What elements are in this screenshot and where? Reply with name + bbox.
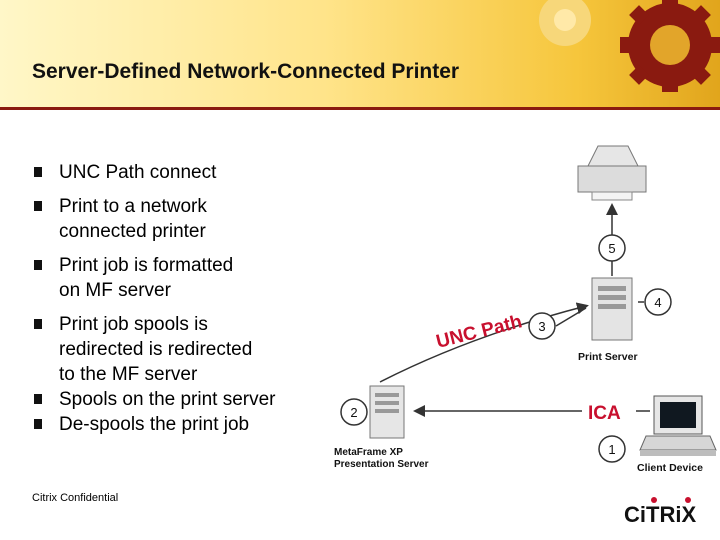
bullet-line: Spools on the print server xyxy=(59,389,276,410)
client-device-label: Client Device xyxy=(637,462,703,474)
bullet-icon xyxy=(34,167,42,177)
bullet-item: Spools on the print server xyxy=(34,387,334,412)
step-badge: 4 xyxy=(644,288,672,316)
bullet-item: De-spools the print job xyxy=(34,412,334,437)
citrix-logo: CiTRiX xyxy=(624,497,696,526)
ica-label: ICA xyxy=(588,403,621,424)
gears-decoration xyxy=(539,0,720,92)
header-band: Server-Defined Network-Connected Printer xyxy=(0,0,720,112)
step-badge: 2 xyxy=(340,398,368,426)
bullet-icon xyxy=(34,201,42,211)
bullet-icon xyxy=(34,260,42,270)
metaframe-label: Presentation Server xyxy=(334,459,429,470)
gear-icon xyxy=(539,0,591,46)
bullet-line: redirected is redirected xyxy=(59,339,253,360)
bullet-line: De-spools the print job xyxy=(59,414,250,435)
client-computer-icon xyxy=(639,395,717,456)
step-number: 1 xyxy=(608,442,615,457)
step-number: 2 xyxy=(350,405,357,420)
bullet-icon xyxy=(34,394,42,404)
arrow-metaframe-to-print-server xyxy=(379,302,589,383)
bullet-item: UNC Path connect xyxy=(34,160,334,185)
bullet-line: Print job is formatted xyxy=(59,255,234,276)
bullet-icon xyxy=(34,319,42,329)
bullet-line: UNC Path connect xyxy=(59,162,217,183)
step-badge: 1 xyxy=(598,435,626,463)
header-gradient xyxy=(0,0,720,107)
bullet-line: to the MF server xyxy=(59,364,198,385)
step-number: 5 xyxy=(608,241,615,256)
confidential-footer: Citrix Confidential xyxy=(32,492,119,504)
print-server-icon xyxy=(591,277,633,341)
printer-icon xyxy=(577,145,647,201)
bullet-list: UNC Path connect Print to a network conn… xyxy=(34,160,334,437)
metaframe-label: MetaFrame XP xyxy=(334,447,403,458)
step-number: 3 xyxy=(538,319,545,334)
step-number: 4 xyxy=(654,295,661,310)
bullet-item: Print job spools is redirected is redire… xyxy=(34,312,334,387)
bullet-line: Print job spools is xyxy=(59,314,208,335)
print-server-label: Print Server xyxy=(578,351,638,363)
bullet-line: Print to a network xyxy=(59,196,207,217)
unc-path-label: UNC Path xyxy=(434,311,524,353)
bullet-line: connected printer xyxy=(59,221,206,242)
network-diagram: Print Server MetaFrame XP Presentation S… xyxy=(334,145,717,474)
slide-title: Server-Defined Network-Connected Printer xyxy=(32,60,460,83)
step-badge: 3 xyxy=(528,312,556,340)
logo-text: CiTRiX xyxy=(624,502,696,526)
header-rule xyxy=(0,107,720,110)
step-badge: 5 xyxy=(598,234,626,262)
bullet-item: Print job is formatted on MF server xyxy=(34,253,334,303)
bullet-item: Print to a network connected printer xyxy=(34,194,334,244)
metaframe-server-icon xyxy=(369,385,405,439)
bullet-line: on MF server xyxy=(59,280,171,301)
bullet-icon xyxy=(34,419,42,429)
